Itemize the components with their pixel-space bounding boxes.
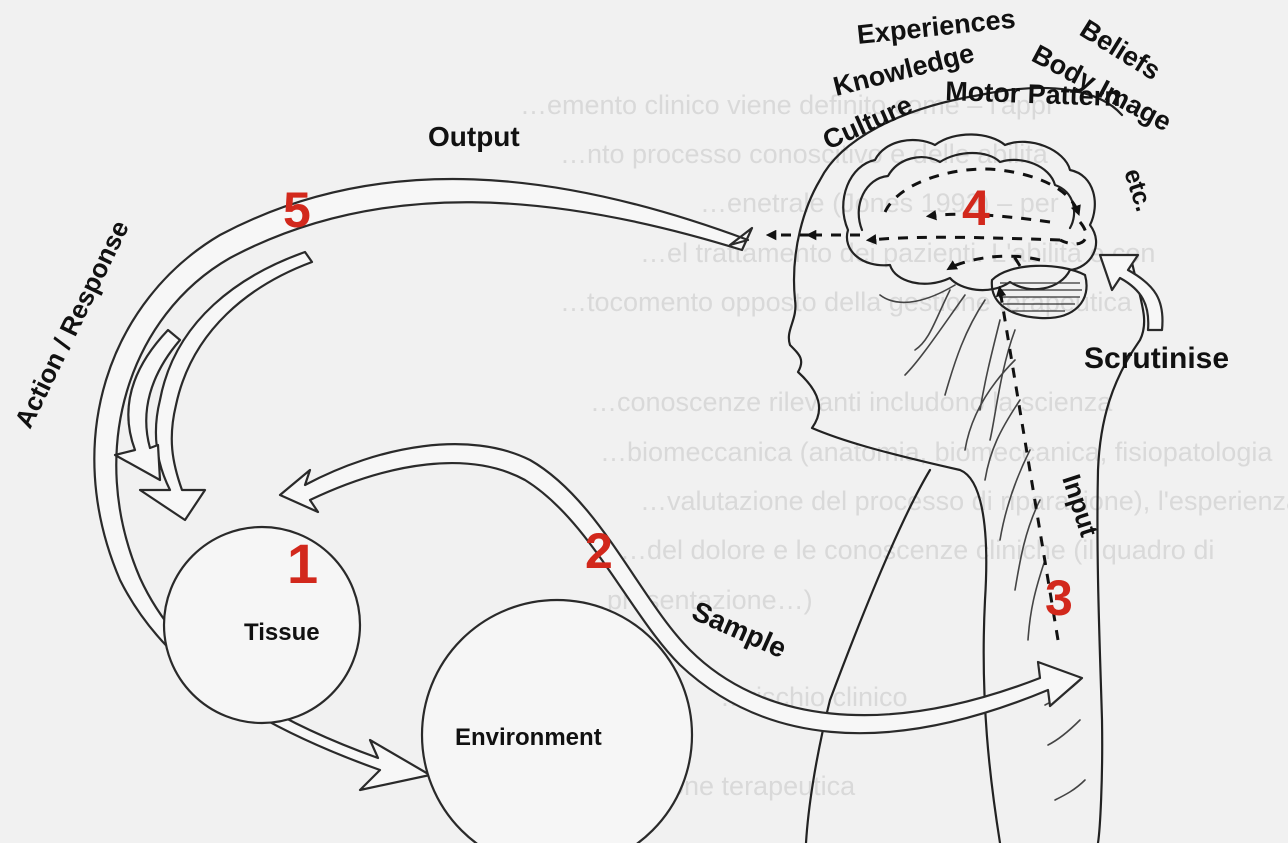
background-text-line: …tocomento opposto della gestione terape… [560, 287, 1133, 317]
background-text-line: …biomeccanica (anatomia, biomeccanica, f… [600, 437, 1273, 467]
step-4: 4 [962, 180, 990, 236]
output-label: Output [428, 121, 520, 152]
factor-etc: etc. [1118, 165, 1158, 215]
environment-label: Environment [455, 724, 602, 751]
background-text-line: …enetrale (Jones 1992) – per [700, 188, 1059, 218]
factor-motor-pattern: Motor Pattern [945, 76, 1121, 112]
tissue-label: Tissue [244, 619, 320, 646]
factor-experiences: Experiences [855, 4, 1016, 50]
background-text-line: …conoscenze rilevanti includono la scien… [590, 387, 1113, 417]
background-text-line: …del dolore e le conoscenze cliniche (il… [620, 535, 1214, 565]
scrutinise-label: Scrutinise [1084, 342, 1229, 375]
environment-circle [422, 600, 692, 843]
step-3: 3 [1045, 570, 1073, 626]
step-1: 1 [287, 532, 318, 595]
background-text-line: …valutazione del processo di riparazione… [640, 486, 1288, 516]
step-5: 5 [283, 182, 311, 238]
step-2: 2 [585, 523, 613, 579]
